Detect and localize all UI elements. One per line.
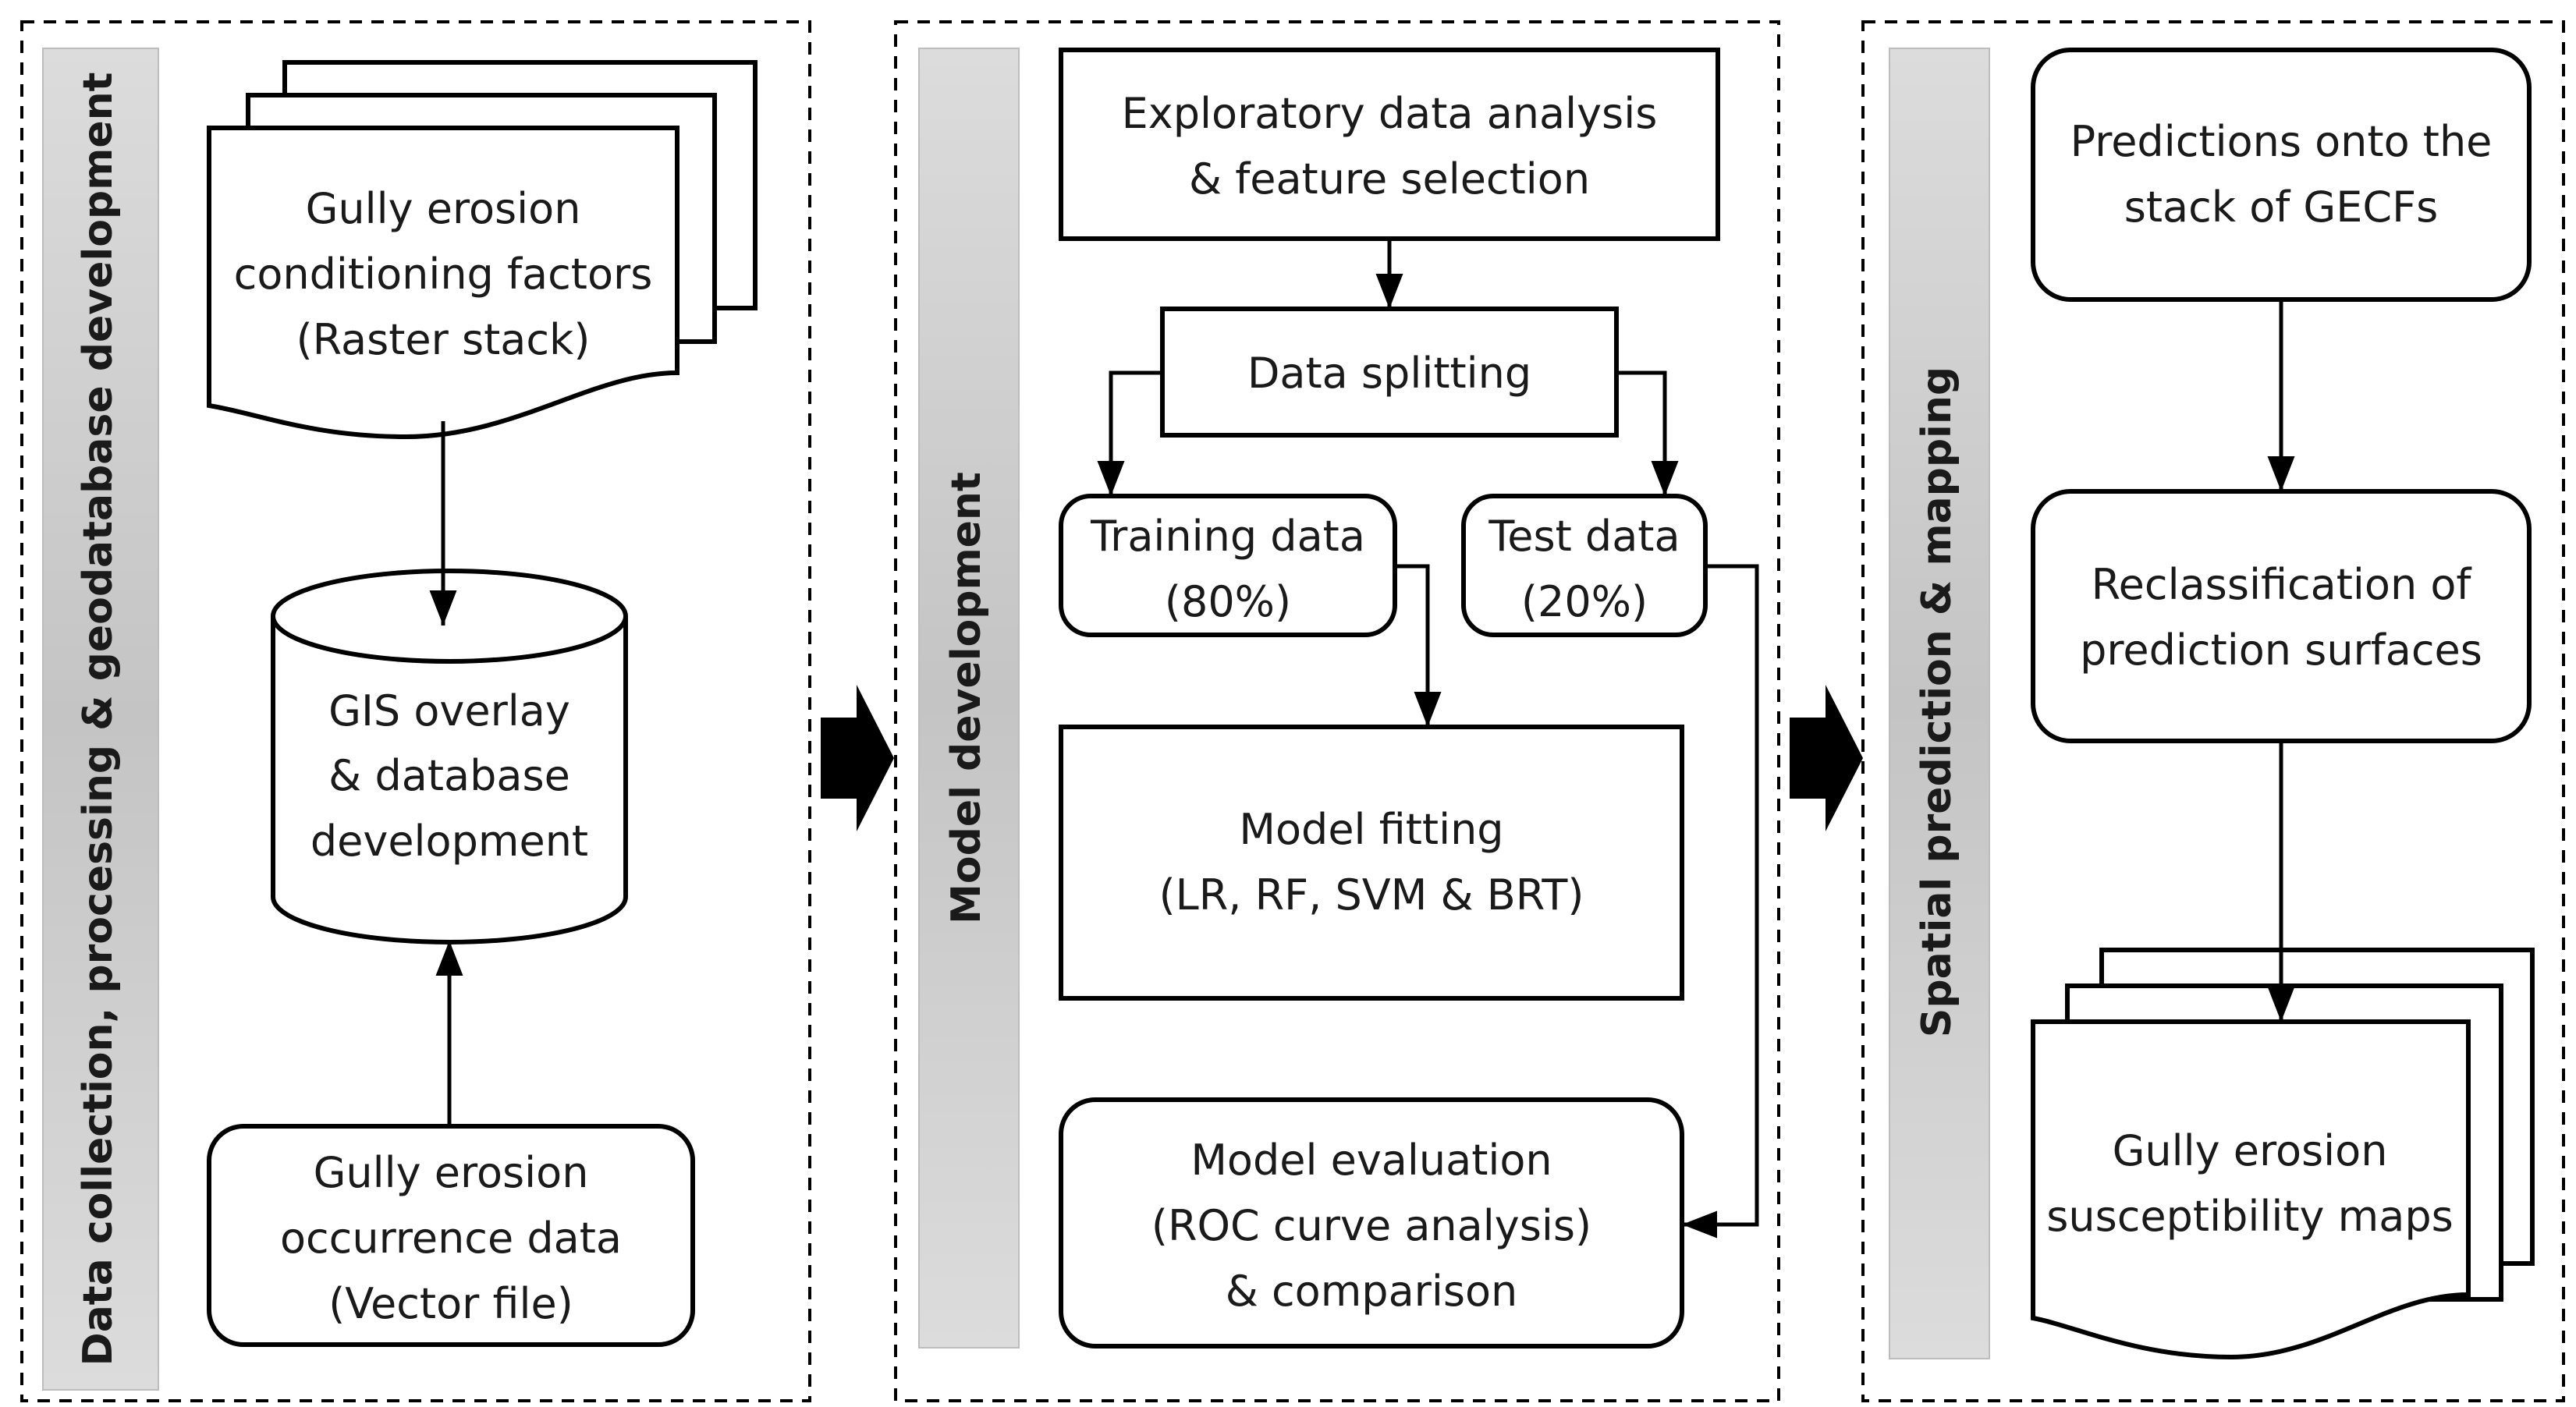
- eda-box: [1059, 48, 1720, 241]
- arrow-splitting-to-training: [1097, 370, 1162, 496]
- panel-2-label: Model development: [943, 472, 990, 924]
- eda-line-1: Exploratory data analysis: [1122, 89, 1658, 138]
- arrow-training-to-fitting: [1395, 564, 1442, 727]
- evaluation-line-1: Model evaluation: [1190, 1136, 1552, 1185]
- predictions-box: [2031, 48, 2532, 302]
- predictions-line-2: stack of GECFs: [2124, 183, 2439, 232]
- maps-front-sheet: [2031, 1019, 2471, 1360]
- node-predictions: Predictions onto the stack of GECFs: [2031, 48, 2532, 302]
- flow-arrow-2: [1790, 685, 1863, 831]
- occurrence-line-3: (Vector file): [328, 1279, 573, 1328]
- node-eda: Exploratory data analysis & feature sele…: [1059, 48, 1720, 241]
- reclassification-box: [2031, 489, 2532, 743]
- panel-data-collection: [20, 20, 811, 1402]
- raster-stack-line-2: conditioning factors: [234, 250, 653, 299]
- node-gis-database: GIS overlay & database development: [271, 569, 628, 944]
- node-training-data: Training data (80%): [1059, 494, 1397, 637]
- evaluation-line-2: (ROC curve analysis): [1151, 1201, 1591, 1250]
- database-cylinder-top: [271, 569, 628, 664]
- panel-3-label: Spatial prediction & mapping: [1914, 367, 1960, 1037]
- predictions-line-1: Predictions onto the: [2070, 117, 2493, 166]
- node-reclassification: Reclassification of prediction surfaces: [2031, 489, 2532, 743]
- node-model-fitting: Model fitting (LR, RF, SVM & BRT): [1059, 725, 1684, 1001]
- reclassification-line-1: Reclassification of: [2092, 560, 2473, 609]
- occurrence-line-2: occurrence data: [280, 1214, 622, 1263]
- maps-line-2: susceptibility maps: [2046, 1192, 2454, 1241]
- panel-spatial-prediction: [1861, 20, 2565, 1402]
- raster-stack-line-3: (Raster stack): [296, 315, 591, 364]
- panel-3-label-band: [1889, 48, 1990, 1359]
- test-line-1: Test data: [1488, 512, 1680, 561]
- raster-stack-line-1: Gully erosion: [306, 184, 581, 233]
- splitting-box: [1160, 307, 1619, 438]
- splitting-label: Data splitting: [1247, 349, 1531, 398]
- raster-stack-front-sheet: [207, 126, 679, 440]
- fitting-line-2: (LR, RF, SVM & BRT): [1159, 870, 1584, 920]
- occurrence-line-1: Gully erosion: [314, 1148, 589, 1197]
- maps-line-1: Gully erosion: [2113, 1126, 2388, 1175]
- panel-2-label-band: [918, 48, 1020, 1349]
- training-line-1: Training data: [1090, 512, 1365, 561]
- panel-1-label-band: [42, 48, 159, 1391]
- panel-model-development: [894, 20, 1780, 1402]
- gis-line-3: development: [310, 817, 588, 866]
- node-test-data: Test data (20%): [1461, 494, 1708, 637]
- node-model-evaluation: Model evaluation (ROC curve analysis) & …: [1059, 1097, 1684, 1349]
- eda-line-2: & feature selection: [1189, 154, 1590, 204]
- node-data-splitting: Data splitting: [1160, 307, 1619, 438]
- flow-arrow-1: [821, 685, 894, 831]
- node-raster-stack: Gully erosion conditioning factors (Rast…: [207, 60, 758, 440]
- node-susceptibility-maps: Gully erosion susceptibility maps: [2031, 948, 2535, 1360]
- gis-line-1: GIS overlay: [328, 686, 570, 735]
- fitting-box: [1059, 725, 1684, 1001]
- reclassification-line-2: prediction surfaces: [2080, 626, 2482, 675]
- evaluation-line-3: & comparison: [1226, 1267, 1518, 1316]
- arrow-test-to-evaluation: [1682, 564, 1759, 1239]
- gis-line-2: & database: [328, 751, 570, 800]
- training-line-2: (80%): [1165, 577, 1291, 626]
- panel-1-label: Data collection, processing & geodatabas…: [75, 73, 122, 1366]
- fitting-line-1: Model fitting: [1239, 805, 1503, 854]
- node-occurrence-data: Gully erosion occurrence data (Vector fi…: [207, 1124, 695, 1347]
- test-line-2: (20%): [1521, 577, 1648, 626]
- arrow-splitting-to-test: [1616, 370, 1679, 496]
